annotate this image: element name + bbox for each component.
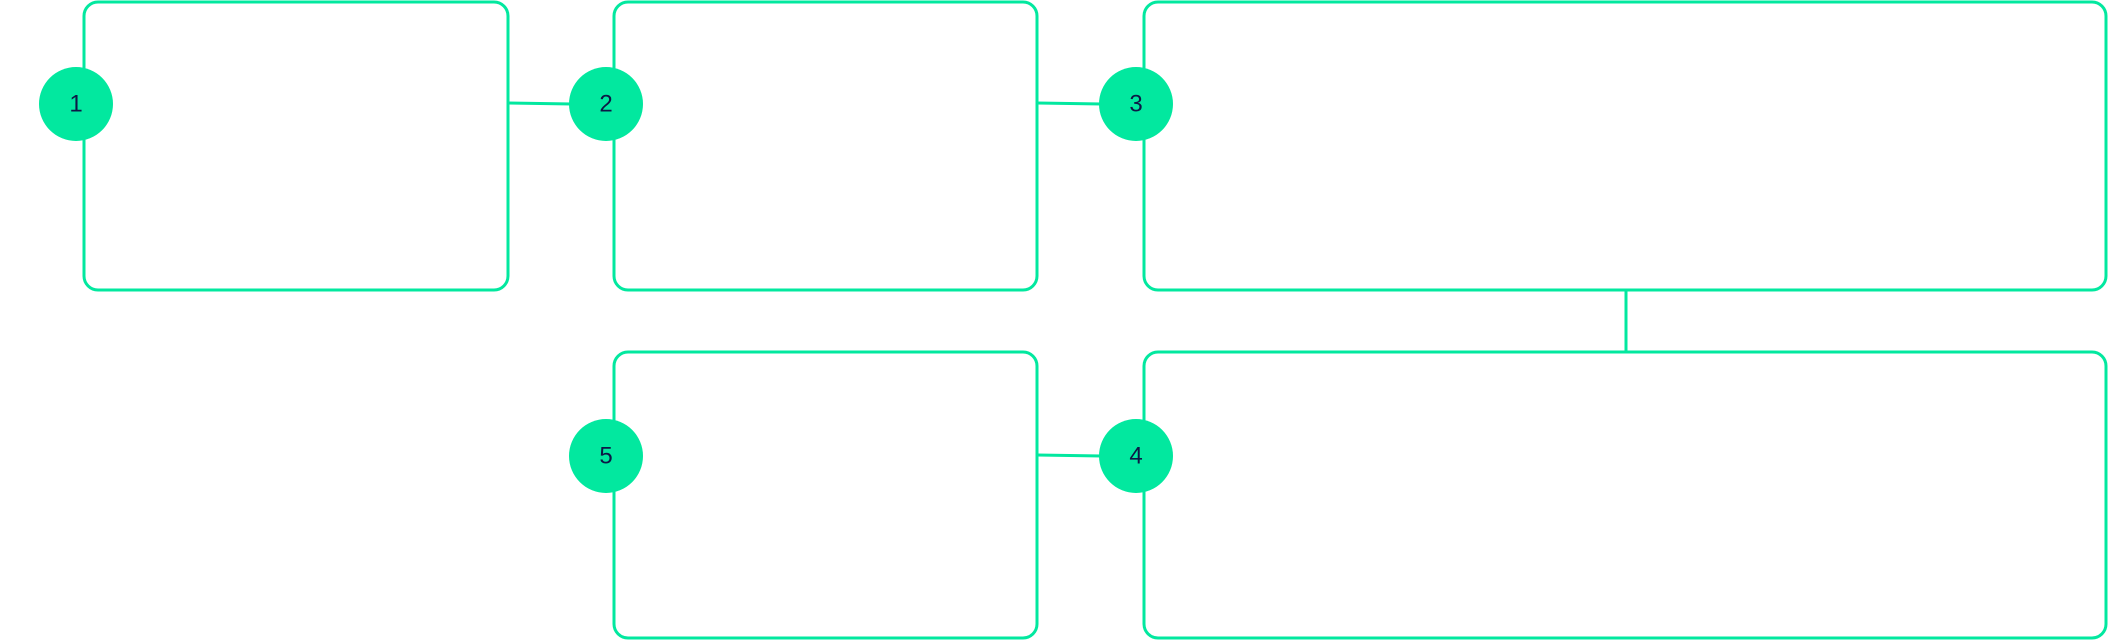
step-box-4 xyxy=(1142,350,2108,640)
step-number-2: 2 xyxy=(599,91,612,118)
step-badge-4 xyxy=(1099,419,1173,493)
step-number-3: 3 xyxy=(1129,91,1142,118)
step-number-4: 4 xyxy=(1129,443,1142,470)
step-box-2 xyxy=(612,0,1039,292)
step-badge-1 xyxy=(39,67,113,141)
step-badge-2 xyxy=(569,67,643,141)
step-box-1 xyxy=(82,0,510,292)
step-box-3 xyxy=(1142,0,2108,292)
connector-4-5 xyxy=(1036,453,1103,458)
step-badge-5 xyxy=(569,419,643,493)
step-box-5 xyxy=(612,350,1039,640)
connector-2-3 xyxy=(1036,101,1103,106)
step-badge-3 xyxy=(1099,67,1173,141)
step-number-1: 1 xyxy=(69,91,82,118)
step-number-5: 5 xyxy=(599,443,612,470)
connector-1-2 xyxy=(507,101,573,106)
